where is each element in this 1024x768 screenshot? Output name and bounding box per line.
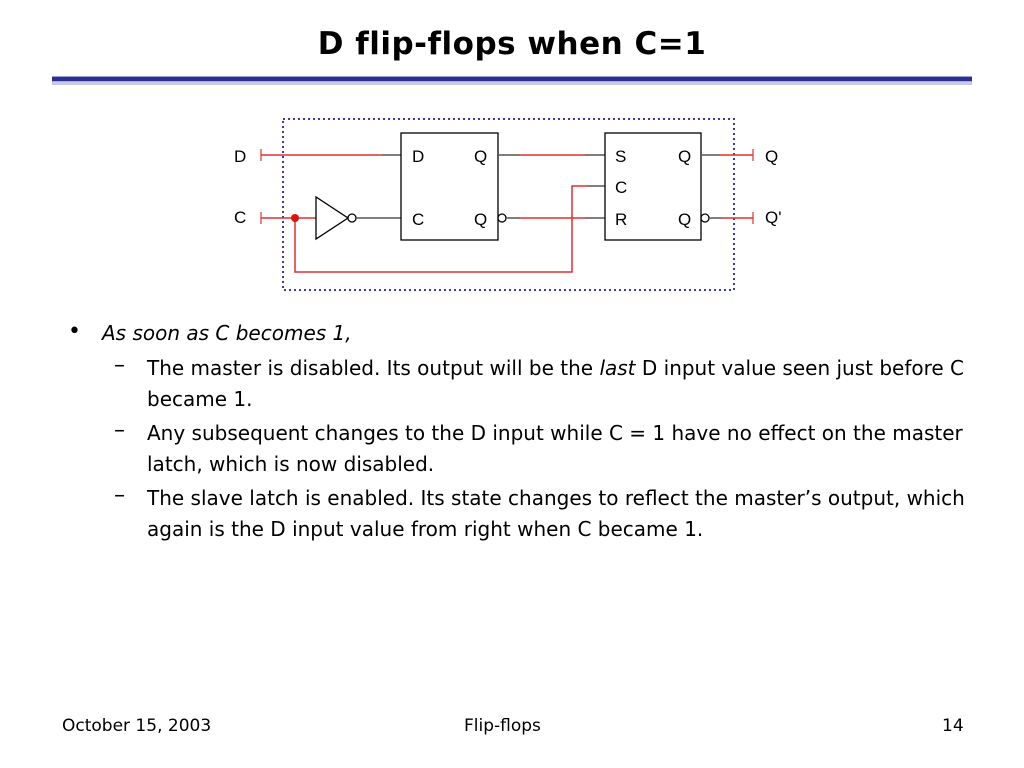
- output-q-label: Q: [765, 147, 778, 166]
- bullet-dot-icon: •: [68, 319, 81, 344]
- title-divider: [52, 76, 972, 85]
- slave-q-bar-pin: Q: [678, 210, 691, 229]
- bullet-list: • As soon as C becomes 1, – The master i…: [62, 318, 982, 548]
- inverter-gate: [315, 195, 401, 241]
- bullet-main: • As soon as C becomes 1,: [62, 318, 982, 349]
- footer-topic: Flip-flops: [464, 716, 541, 736]
- sub-bullet-1-text-a: The master is disabled. Its output will …: [147, 356, 600, 380]
- footer-date: October 15, 2003: [62, 716, 212, 736]
- wire-outputs: [701, 154, 753, 219]
- input-c-label: C: [234, 208, 246, 227]
- sub-bullet-2: – Any subsequent changes to the D input …: [62, 418, 982, 480]
- sub-bullet-3-text: The slave latch is enabled. Its state ch…: [147, 486, 965, 541]
- dash-icon: –: [114, 353, 125, 378]
- master-c-pin: C: [412, 210, 424, 229]
- diagram-frame: [282, 118, 735, 291]
- slave-c-pin: C: [615, 178, 627, 197]
- slave-r-pin: R: [615, 210, 627, 229]
- page-number: 14: [942, 716, 964, 736]
- bullet-main-text: As soon as C becomes 1,: [102, 321, 352, 345]
- output-q-bar-label: Q': [765, 208, 781, 227]
- input-d-label: D: [234, 147, 246, 166]
- dash-icon: –: [114, 483, 125, 508]
- slave-latch: S C R Q Q: [604, 132, 710, 241]
- junction-dot: [291, 214, 299, 222]
- slave-q-pin: Q: [678, 147, 691, 166]
- wire-master-slave: [498, 154, 605, 219]
- master-latch: D C Q Q: [400, 132, 507, 241]
- master-d-pin: D: [412, 147, 424, 166]
- sub-bullet-1-text-b: D input value seen just before C became …: [147, 356, 965, 411]
- master-q-bar-pin: Q: [474, 210, 487, 229]
- sub-bullet-1: – The master is disabled. Its output wil…: [62, 353, 982, 415]
- master-q-pin: Q: [474, 147, 487, 166]
- slave-s-pin: S: [615, 147, 626, 166]
- sub-bullet-1-emphasis: last: [599, 356, 636, 380]
- sub-bullet-3: – The slave latch is enabled. Its state …: [62, 483, 982, 545]
- slide-title: D flip-flops when C=1: [317, 26, 707, 62]
- dash-icon: –: [114, 418, 125, 443]
- wire-c-input: [261, 185, 605, 273]
- sub-bullet-2-text: Any subsequent changes to the D input wh…: [147, 421, 963, 476]
